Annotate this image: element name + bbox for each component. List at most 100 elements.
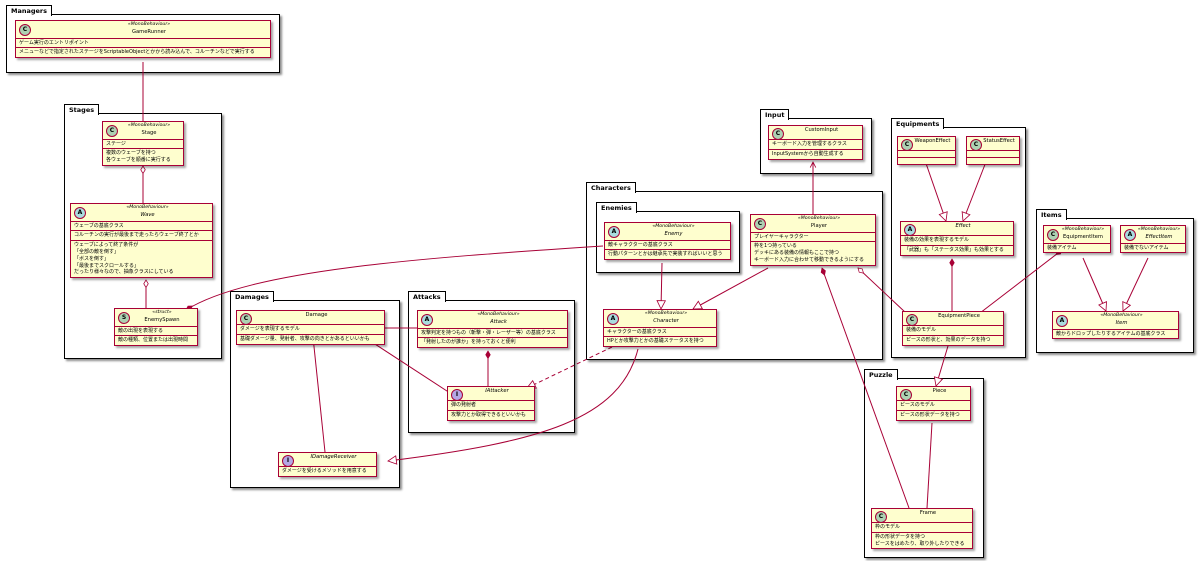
package-input-label: Input (760, 109, 790, 120)
class-name: WeaponEffect (914, 138, 951, 144)
class-section: 敵の出現を表現する (115, 327, 197, 337)
class-type-icon: C (240, 312, 252, 325)
class-section: 枠のモデル (872, 523, 972, 533)
class-note-line: キーボード入力に合わせて移動できるようにする (754, 256, 864, 263)
class-section: 枠の形状データを持つピースをはめたり、取り外したりできる (872, 533, 972, 549)
class-section: InputSystemから自動生成する (769, 150, 862, 159)
class-section: ダメージを受けるメソッドを用意する (279, 467, 376, 476)
class-section: 装備の効果を表現するモデル (901, 236, 1013, 246)
class-note-line: ステージ (106, 140, 126, 147)
class-section: ピースの形状と、効果のデータを持つ (903, 336, 1003, 345)
class-type-icon: A (1056, 315, 1068, 328)
class-name: Item (1115, 319, 1128, 326)
class-note-line: ウェーブによって終了条件が (74, 242, 139, 249)
class-section: 敵からドロップしたりするアイテムの基底クラス (1053, 330, 1178, 339)
class-type-icon: A (421, 314, 433, 327)
class-note-line: 枠の形状データを持つ (875, 533, 926, 540)
class-idamagereceiver[interactable]: I IDamageReceiver ダメージを受けるメソッドを用意する (278, 452, 377, 477)
class-name: IDamageReceiver (310, 454, 357, 460)
class-type-icon: A (608, 226, 620, 239)
package-equipments-label: Equipments (891, 118, 945, 129)
class-note-line: ウェーブの基底クラス (74, 222, 124, 229)
class-note-line: 弾の発射者 (451, 402, 477, 408)
class-name: IAttacker (485, 388, 509, 394)
class-section (898, 151, 955, 158)
class-type-icon: I (451, 388, 463, 401)
class-type-icon: C (901, 138, 913, 151)
class-note-line: キーボード入力を管理するクラス (772, 141, 847, 147)
class-section: 枠を1つ持っているデッキにある装備の情報もここで持つキーボード入力に合わせて移動… (751, 242, 875, 264)
class-name: Effect (955, 223, 971, 229)
class-note-line: コルーチンの実行が最後まで走ったらウェーブ終了とか (74, 232, 199, 239)
class-name: Damage (305, 312, 328, 318)
class-note-line: ダメージを受けるメソッドを用意する (282, 468, 367, 474)
class-note-line: 行動パターンとかは継承先で実装すればいいと思う (608, 251, 723, 258)
class-header: I IAttacker (448, 387, 534, 401)
class-section: コルーチンの実行が最後まで走ったらウェーブ終了とか (71, 231, 212, 242)
class-note-line: 敵の種類、位置または出現時間 (118, 337, 189, 344)
class-header: A«MonoBehaviour»EffectItem (1121, 226, 1185, 244)
class-name: Piece (932, 388, 947, 394)
class-note-line: 各ウェーブを順番に実行する (106, 157, 171, 164)
class-section (967, 151, 1019, 158)
class-section: ピースの形状データを持つ (897, 411, 970, 420)
class-section: ゲーム実行のエントリポイント (16, 39, 270, 49)
class-name: GameRunner (131, 28, 166, 35)
class-type-icon: C (106, 125, 118, 138)
class-type-icon: C (19, 24, 31, 37)
class-note-line: 攻撃判定を持つもの（斬撃・弾・レーザー等）の基底クラス (421, 329, 556, 336)
class-note-line: 「ボスを倒す」 (74, 255, 110, 262)
class-effect[interactable]: A Effect 装備の効果を表現するモデル「武器」も「ステータス効果」も効果とする (900, 221, 1014, 256)
package-managers-label: Managers (6, 5, 53, 16)
package-damages-label: Damages (230, 291, 274, 302)
class-section: ダメージを表現するモデル (237, 325, 384, 335)
class-note-line: InputSystemから自動生成する (772, 150, 844, 157)
class-header: A Effect (901, 222, 1013, 236)
class-section: 装備でないアイテム (1121, 244, 1185, 253)
class-stereotype: «MonoBehaviour» (1137, 227, 1181, 232)
class-section: 「武器」も「ステータス効果」も効果とする (901, 246, 1013, 255)
class-note-line: メニューなどで指定されたステージをScriptableObjectとかから読み込… (19, 49, 255, 56)
class-note-line: 複数のウェーブを持つ (106, 150, 156, 157)
class-name: Wave (140, 211, 155, 218)
class-section: 装備アイテム (1044, 244, 1110, 253)
class-section (898, 158, 955, 164)
class-name: Enemy (664, 230, 683, 237)
class-note-line: 装備アイテム (1047, 244, 1077, 251)
class-name: CustomInput (804, 127, 839, 133)
class-note-line: 枠のモデル (875, 524, 901, 530)
class-note-line: HPとか攻撃力とかの基礎ステータスを持つ (607, 338, 704, 345)
class-type-icon: A (74, 207, 86, 220)
class-type-icon: I (282, 454, 294, 467)
class-stereotype: «struct» (152, 310, 172, 315)
class-note-line: ダメージを表現するモデル (240, 326, 300, 332)
class-type-icon: A (607, 313, 619, 326)
class-header: C«MonoBehaviour»GameRunner (16, 21, 270, 39)
class-stereotype: «MonoBehaviour» (797, 216, 841, 221)
class-header: S«struct»EnemySpawn (115, 309, 197, 327)
class-name: Attack (490, 318, 507, 325)
class-type-icon: A (904, 223, 916, 236)
class-note-line: プレイヤーキャラクター (754, 233, 809, 240)
